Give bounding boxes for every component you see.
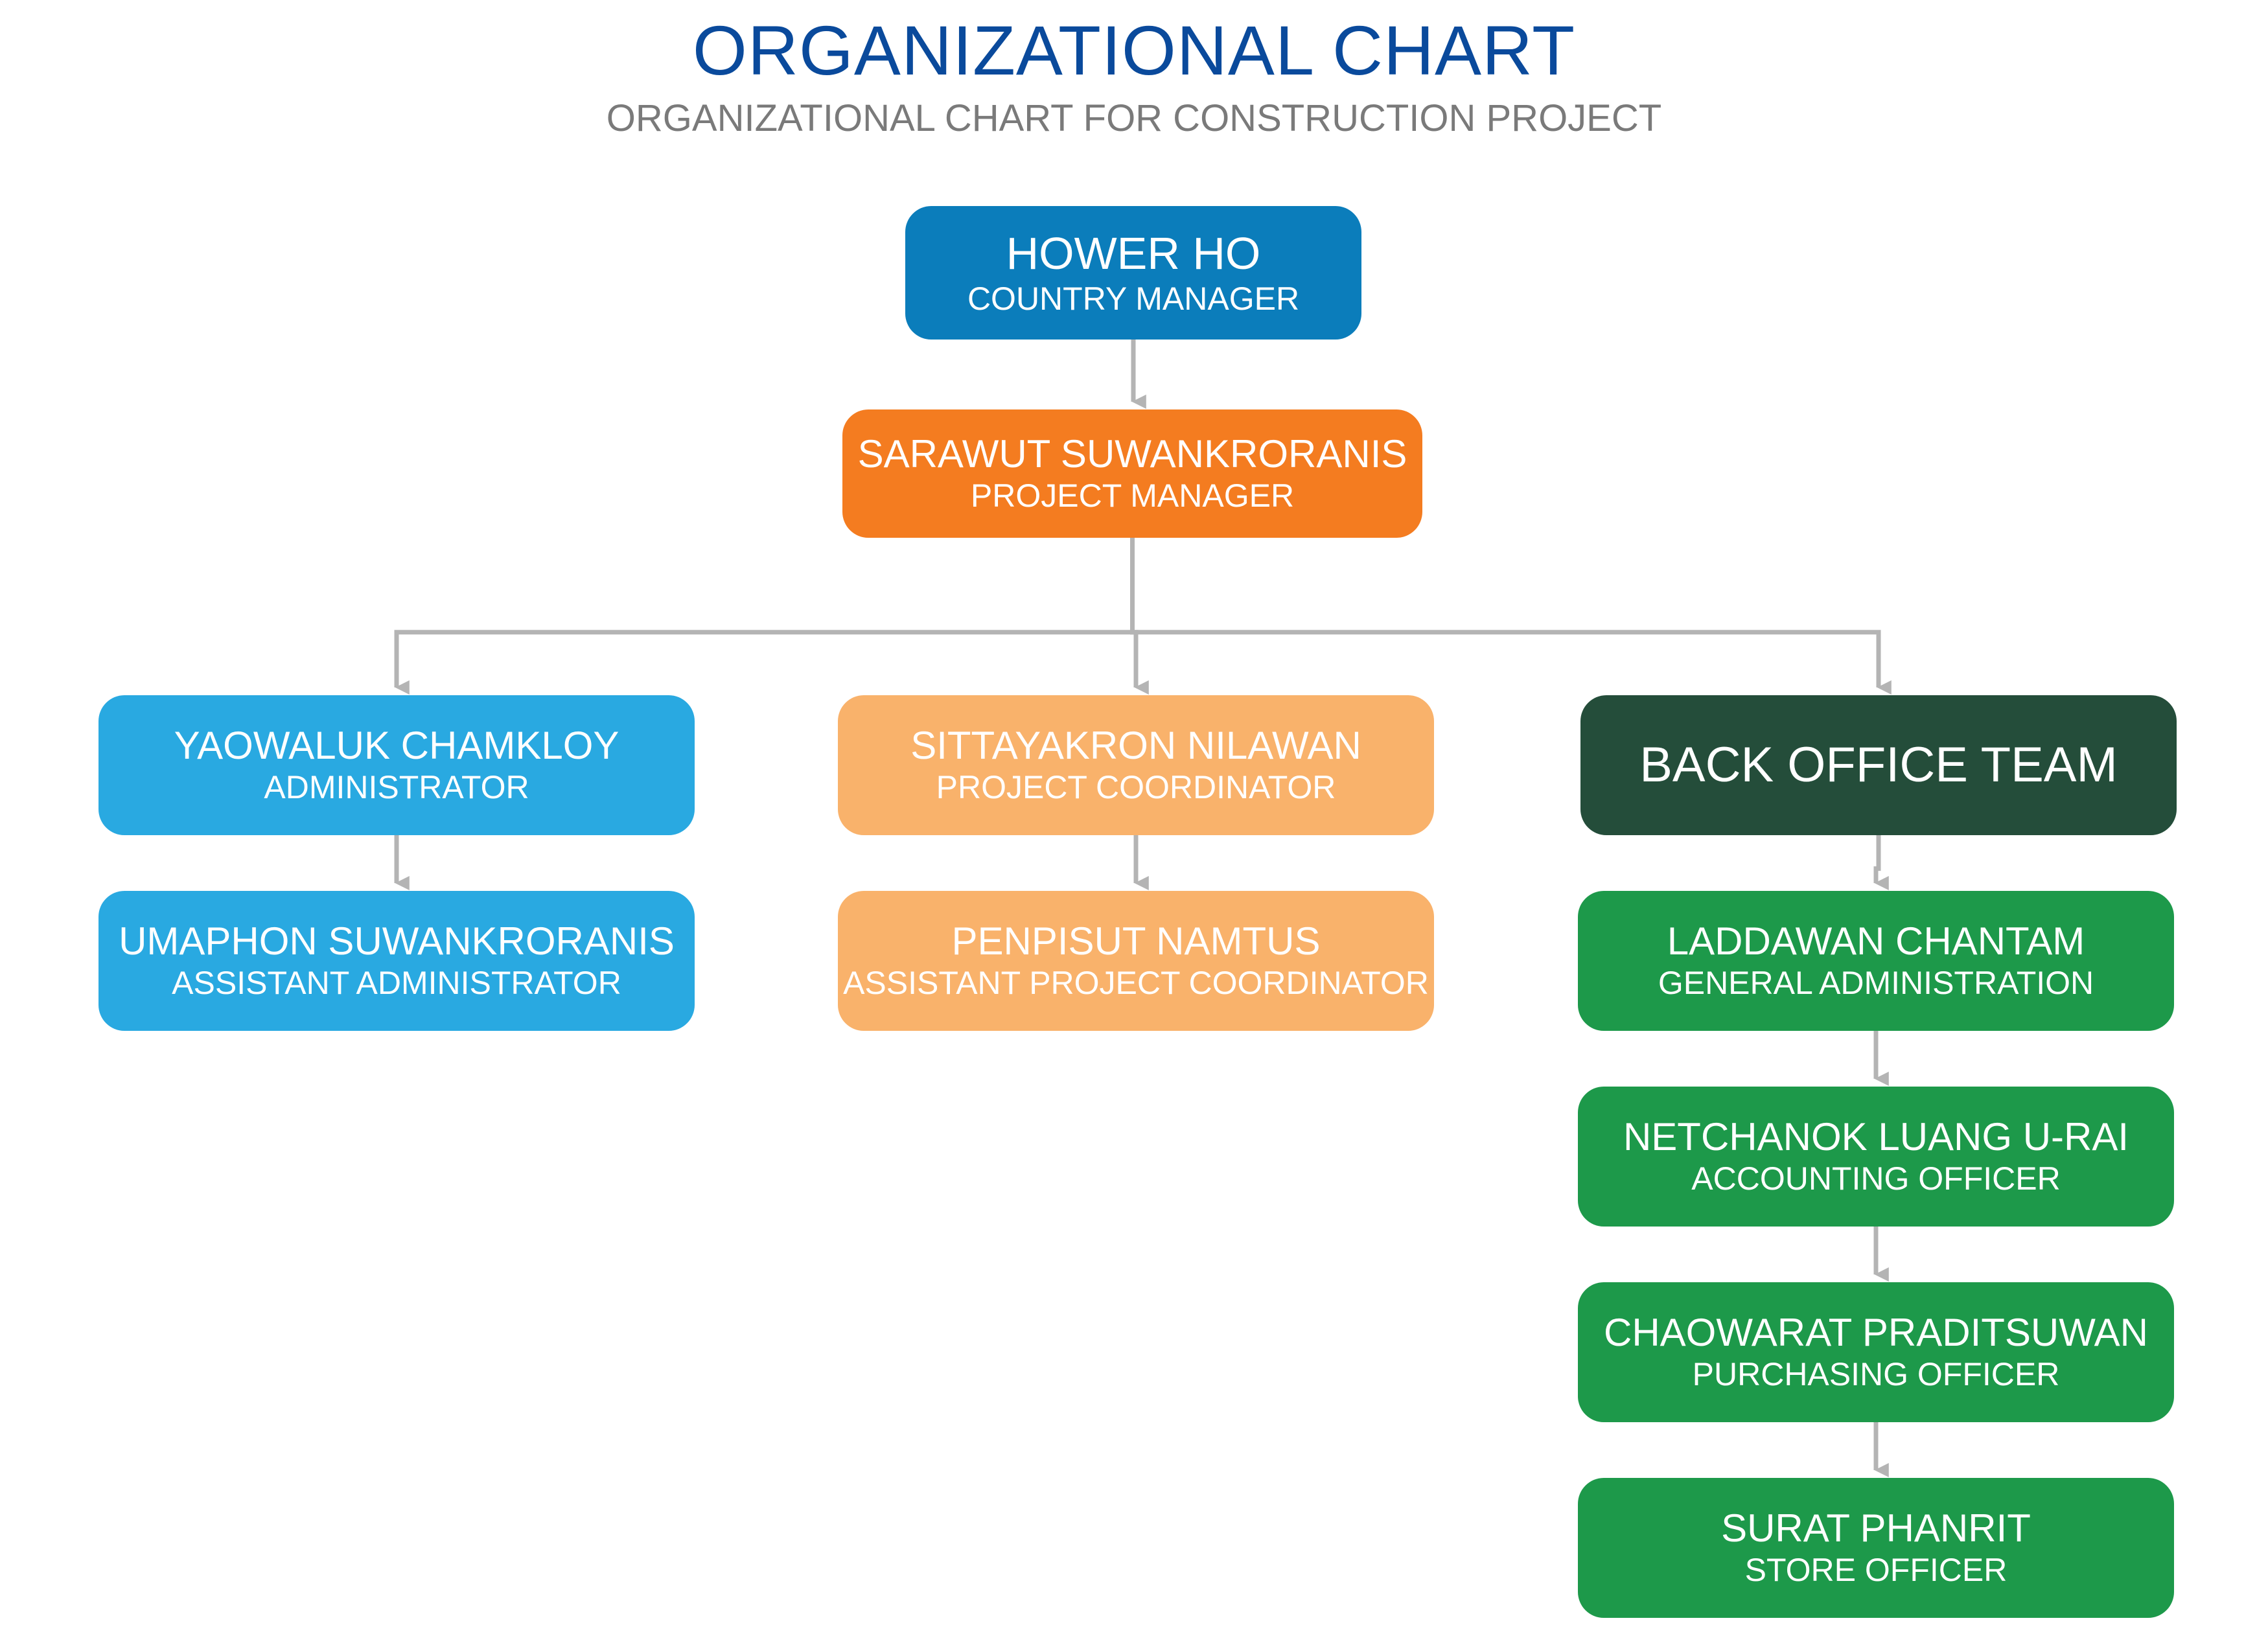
connector-project-manager-to-back-office-team (1130, 538, 1892, 695)
connector-lines (394, 340, 1892, 1477)
node-project-coordinator: SITTAYAKRON NILAWAN PROJECT COORDINATOR (838, 695, 1434, 835)
node-store-officer: SURAT PHANRIT STORE OFFICER (1578, 1478, 2174, 1618)
page-title: ORGANIZATIONAL CHART (692, 11, 1576, 89)
node-role: COUNTRY MANAGER (967, 281, 1300, 317)
node-name: SITTAYAKRON NILAWAN (910, 724, 1361, 767)
node-role: PROJECT MANAGER (970, 478, 1295, 514)
node-role: PURCHASING OFFICER (1692, 1356, 2060, 1392)
node-role: ASSISTANT ADMINISTRATOR (172, 965, 621, 1001)
node-role: ASSISTANT PROJECT COORDINATOR (843, 965, 1429, 1001)
node-role: GENERAL ADMINISTRATION (1658, 965, 2094, 1001)
node-name: SURAT PHANRIT (1721, 1506, 2031, 1550)
node-name: HOWER HO (1006, 228, 1261, 279)
page-subtitle: ORGANIZATIONAL CHART FOR CONSTRUCTION PR… (606, 97, 1662, 139)
connector-back-office-team-to-general-administration (1873, 835, 1889, 890)
node-accounting-officer: NETCHANOK LUANG U-RAI ACCOUNTING OFFICER (1578, 1087, 2174, 1227)
node-country-manager: HOWER HO COUNTRY MANAGER (905, 206, 1361, 340)
node-name: CHAOWARAT PRADITSUWAN (1603, 1311, 2149, 1354)
node-name: UMAPHON SUWANKRORANIS (119, 919, 675, 963)
node-role: ACCOUNTING OFFICER (1691, 1160, 2061, 1197)
node-administrator: YAOWALUK CHAMKLOY ADMINISTRATOR (98, 695, 695, 835)
node-project-manager: SARAWUT SUWANKRORANIS PROJECT MANAGER (842, 409, 1422, 538)
node-assistant-project-coordinator: PENPISUT NAMTUS ASSISTANT PROJECT COORDI… (838, 891, 1434, 1031)
node-name: LADDAWAN CHANTAM (1667, 919, 2085, 963)
node-role: PROJECT COORDINATOR (936, 769, 1336, 805)
node-back-office-team: BACK OFFICE TEAM (1580, 695, 2177, 835)
node-name: YAOWALUK CHAMKLOY (174, 724, 619, 767)
node-name: PENPISUT NAMTUS (951, 919, 1321, 963)
node-role: STORE OFFICER (1744, 1552, 2008, 1588)
node-assistant-administrator: UMAPHON SUWANKRORANIS ASSISTANT ADMINIST… (98, 891, 695, 1031)
node-purchasing-officer: CHAOWARAT PRADITSUWAN PURCHASING OFFICER (1578, 1282, 2174, 1422)
connector-project-manager-to-administrator (394, 538, 1135, 695)
node-general-administration: LADDAWAN CHANTAM GENERAL ADMINISTRATION (1578, 891, 2174, 1031)
node-name: NETCHANOK LUANG U-RAI (1623, 1115, 2129, 1158)
node-name: BACK OFFICE TEAM (1639, 737, 2118, 792)
node-role: ADMINISTRATOR (264, 769, 529, 805)
node-name: SARAWUT SUWANKRORANIS (857, 432, 1407, 476)
